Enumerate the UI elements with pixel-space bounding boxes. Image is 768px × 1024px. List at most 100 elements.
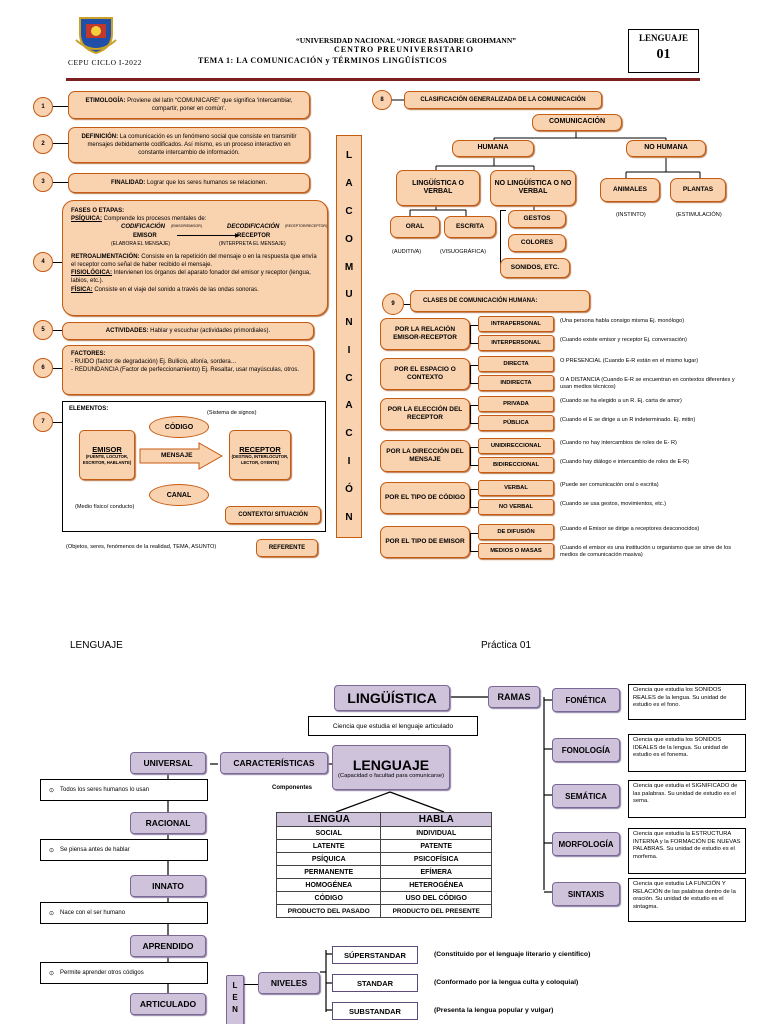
emisor-node: EMISOR (FUENTE, LOCUTOR, ESCRITOR, HABLA… [79, 430, 135, 480]
bullet-icon: ⊙ [49, 787, 55, 794]
habla-header: HABLA [380, 812, 492, 827]
clase-description: (Cuando se usa gestos, movimientos, etc.… [560, 501, 667, 507]
clase-description: O PRESENCIAL (Cuando E-R están en el mis… [560, 358, 699, 364]
table-cell: SOCIAL [275, 826, 382, 840]
step-number: 7 [33, 412, 53, 432]
level-label: SUBSTANDAR [332, 1002, 418, 1020]
header-divider [66, 78, 700, 81]
elabora-label: (ELABORA EL MENSAJE) [111, 241, 170, 248]
emisor-node-sub: (FUENTE, LOCUTOR, ESCRITOR, HABLANTE) [82, 454, 132, 465]
branch-label: FONOLOGÍA [552, 738, 620, 762]
clase-description: (Cuando se ha elegido a un R. Ej. carta … [560, 398, 682, 404]
auditiva-note: (AUDITIVA) [392, 249, 422, 255]
visuografica-note: (VISUOGRÁFICA) [440, 249, 486, 255]
table-cell: HOMOGÉNEA [275, 878, 382, 892]
retro-label: RETROALIMENTACIÓN: [71, 254, 140, 261]
medio-fisico-note: (Medio físico/ conducto) [75, 504, 135, 510]
clase-group-label: POR EL TIPO DE EMISOR [380, 526, 470, 558]
sistema-signos-note: (Sistema de signos) [207, 410, 257, 416]
retro-text: Consiste en la repetición del mensaje o … [71, 254, 317, 269]
characteristic-desc-box: ⊙Nace con el ser humano [40, 902, 208, 924]
characteristic-desc-box: ⊙Todos los seres humanos lo usan [40, 779, 208, 801]
characteristic-label: RACIONAL [130, 812, 206, 834]
step-number: 5 [33, 320, 53, 340]
characteristic-desc: Permite aprender otros códigos [60, 970, 144, 976]
characteristic-desc-box: ⊙Permite aprender otros códigos [40, 962, 208, 984]
step-number: 2 [33, 134, 53, 154]
definicion-label: DEFINICIÓN: [81, 133, 119, 140]
receptor-node-label: RECEPTOR [239, 445, 281, 455]
table-cell: PERMANENTE [275, 865, 382, 879]
lenguaje-sub: (Capacidad o facultad para comunicarse) [337, 772, 444, 779]
etimologia-label: ETIMOLOGÍA: [85, 97, 126, 104]
animales-node: ANIMALES [600, 178, 660, 202]
branch-definition: Ciencia que estudia el SIGNIFICADO de la… [628, 780, 746, 818]
characteristic-label: INNATO [130, 875, 206, 897]
bullet-icon: ⊙ [49, 847, 55, 854]
clase-description: (Puede ser comunicación oral o escrita) [560, 482, 659, 488]
oral-node: ORAL [390, 216, 440, 238]
branch-definition: Ciencia que estudia LA FUNCIÓN Y RELACIÓ… [628, 878, 746, 922]
vertical-letter: C [345, 372, 353, 384]
step-number: 9 [382, 293, 404, 315]
vertical-letter: U [345, 289, 353, 301]
subject-box: LENGUAJE 01 [628, 29, 699, 73]
vertical-letter: N [345, 317, 353, 329]
level-desc: (Conformado por la lengua culta y coloqu… [434, 979, 579, 986]
fisiologica-label: FISIOLÓGICA: [71, 270, 112, 277]
clases-title: CLASES DE COMUNICACIÓN HUMANA: [410, 290, 590, 312]
clase-type: UNIDIRECCIONAL [478, 438, 554, 454]
branch-label: FONÉTICA [552, 688, 620, 712]
plantas-node: PLANTAS [670, 178, 726, 202]
clase-description: O A DISTANCIA (Cuando E-R se encuentran … [560, 377, 735, 391]
definicion-box: DEFINICIÓN: La comunicación es un fenóme… [68, 127, 310, 163]
clase-description: (Cuando el emisor es una institución u o… [560, 545, 732, 559]
escrita-node: ESCRITA [444, 216, 496, 238]
step-number: 8 [372, 90, 392, 110]
practice-number: Práctica 01 [481, 640, 532, 651]
level-label: SÚPERSTANDAR [332, 946, 418, 964]
no-humana-node: NO HUMANA [626, 140, 706, 157]
linguistica-def: Ciencia que estudia el lenguaje articula… [308, 716, 478, 736]
referente-node: REFERENTE [256, 539, 318, 557]
characteristic-label: APRENDIDO [130, 935, 206, 957]
branch-label: SINTAXIS [552, 882, 620, 906]
clase-description: (Cuando existe emisor y receptor Ej. con… [560, 337, 687, 343]
receptor-node-sub: (DESTINO, INTERLOCUTOR, LECTOR, OYENTE) [231, 454, 289, 465]
vertical-letter: N [345, 511, 353, 523]
mensaje-label: MENSAJE [161, 452, 193, 459]
page-title: TEMA 1: LA COMUNICACIÓN y TÉRMINOS LINGÜ… [198, 56, 448, 65]
tree-connectors [390, 99, 701, 216]
psiquica-text: Comprende los procesos mentales de: [102, 216, 207, 223]
branch-label: MORFOLOGÍA [552, 832, 620, 856]
university-logo [74, 14, 118, 55]
ruido-text: - RUIDO (factor de degradación) Ej. Bull… [71, 359, 237, 366]
elementos-title: ELEMENTOS: [69, 406, 109, 412]
table-cell: PATENTE [380, 839, 492, 853]
step-number: 3 [33, 172, 53, 192]
clase-type: MEDIOS O MASAS [478, 543, 554, 559]
practice-subject: LENGUAJE [70, 640, 123, 651]
no-linguistica-node: NO LINGÜÍSTICA O NO VERBAL [490, 170, 576, 206]
table-cell: HETEROGÉNEA [380, 878, 492, 892]
lenguaje-title: LENGUAJE [352, 756, 430, 773]
receptor-label: RECEPTOR [237, 233, 271, 240]
contexto-node: CONTEXTO/ SITUACIÓN [225, 506, 321, 524]
factores-title: FACTORES: [71, 351, 106, 357]
table-cell: PSICOFÍSICA [380, 852, 492, 866]
step-number: 1 [33, 97, 53, 117]
subject-number: 01 [656, 47, 671, 62]
clase-group-label: POR EL ESPACIO O CONTEXTO [380, 358, 470, 390]
actividades-label: ACTIVIDADES: [105, 327, 149, 334]
lengua-header: LENGUA [275, 812, 382, 827]
clase-type: PÚBLICA [478, 415, 554, 431]
estimulacion-note: (ESTIMULACIÓN) [676, 212, 722, 218]
vertical-letter: O [345, 233, 353, 245]
clase-group-label: POR LA DIRECCIÓN DEL MENSAJE [380, 440, 470, 472]
clase-type: PRIVADA [478, 396, 554, 412]
codigo-node: CÓDIGO [149, 416, 209, 438]
